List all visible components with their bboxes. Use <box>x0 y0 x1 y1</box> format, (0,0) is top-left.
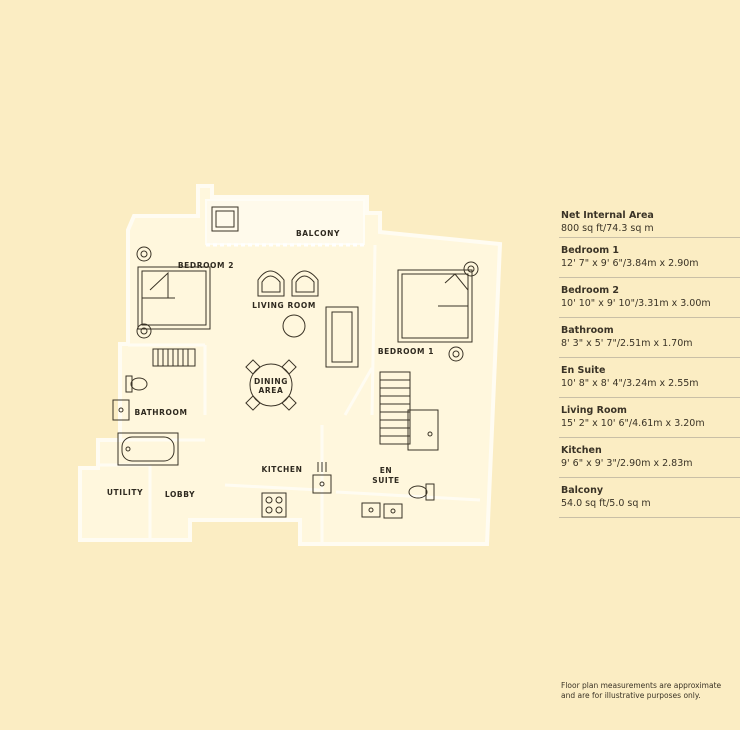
room-label-dining: DINING <box>254 377 288 386</box>
spec-en-suite: En Suite 10' 8" x 8' 4"/3.24m x 2.55m <box>559 358 740 398</box>
spec-net-internal-area: Net Internal Area 800 sq ft/74.3 sq m <box>559 208 740 238</box>
disclaimer-footnote: Floor plan measurements are approximate … <box>561 681 722 700</box>
spec-value: 8' 3" x 5' 7"/2.51m x 1.70m <box>561 338 693 349</box>
room-label-bathroom: BATHROOM <box>134 408 187 417</box>
spec-title: Bedroom 1 <box>561 245 620 256</box>
spec-title: Bathroom <box>561 325 614 336</box>
spec-kitchen: Kitchen 9' 6" x 9' 3"/2.90m x 2.83m <box>559 438 740 478</box>
spec-balcony: Balcony 54.0 sq ft/5.0 sq m <box>559 478 740 518</box>
room-label-living-room: LIVING ROOM <box>252 301 316 310</box>
spec-value: 15' 2" x 10' 6"/4.61m x 3.20m <box>561 418 705 429</box>
apartment-footprint <box>78 184 503 546</box>
kitchen-counter-marks <box>317 462 327 472</box>
floor-plan: BALCONY BEDROOM 2 LIVING ROOM BEDROOM 1 … <box>78 184 503 546</box>
coffee-table-icon <box>282 314 306 338</box>
shower-icon <box>379 371 411 445</box>
balcony-area <box>205 199 365 245</box>
spec-value: 54.0 sq ft/5.0 sq m <box>561 498 651 509</box>
spec-bathroom: Bathroom 8' 3" x 5' 7"/2.51m x 1.70m <box>559 318 740 358</box>
hob-icon <box>261 492 287 518</box>
spec-title: Net Internal Area <box>561 210 654 221</box>
ensuite-bath-icon <box>407 409 439 451</box>
armchairs-icon <box>257 270 319 297</box>
room-label-balcony: BALCONY <box>296 229 340 238</box>
spec-bedroom1: Bedroom 1 12' 7" x 9' 6"/3.84m x 2.90m <box>559 238 740 278</box>
room-label-en: EN <box>380 466 393 475</box>
ensuite-basins-icon <box>361 502 403 519</box>
spec-value: 12' 7" x 9' 6"/3.84m x 2.90m <box>561 258 699 269</box>
room-label-bedroom2: BEDROOM 2 <box>178 261 234 270</box>
bedroom2-bed-icon <box>136 246 211 339</box>
spec-value: 800 sq ft/74.3 sq m <box>561 223 654 234</box>
bathroom-toilet-icon <box>125 375 148 393</box>
spec-value: 9' 6" x 9' 3"/2.90m x 2.83m <box>561 458 693 469</box>
room-label-bedroom1: BEDROOM 1 <box>378 347 434 356</box>
spec-bedroom2: Bedroom 2 10' 10" x 9' 10"/3.31m x 3.00m <box>559 278 740 318</box>
room-label-lobby: LOBBY <box>165 490 195 499</box>
balcony-chair-icon <box>211 206 239 232</box>
dining-table-icon <box>245 359 297 411</box>
spec-value: 10' 10" x 9' 10"/3.31m x 3.00m <box>561 298 711 309</box>
spec-value: 10' 8" x 8' 4"/3.24m x 2.55m <box>561 378 699 389</box>
sofa-icon <box>325 306 359 368</box>
radiator-icon <box>152 348 196 367</box>
bathroom-basin-icon <box>112 399 130 421</box>
bedroom1-bed-icon <box>397 261 479 362</box>
spec-title: Balcony <box>561 485 604 496</box>
kitchen-sink-icon <box>312 474 332 494</box>
floor-plan-drawing: BALCONY BEDROOM 2 LIVING ROOM BEDROOM 1 … <box>78 184 503 546</box>
spec-living-room: Living Room 15' 2" x 10' 6"/4.61m x 3.20… <box>559 398 740 438</box>
spec-title: Kitchen <box>561 445 602 456</box>
room-label-utility: UTILITY <box>107 488 143 497</box>
spec-title: Bedroom 2 <box>561 285 620 296</box>
room-label-area: AREA <box>259 386 284 395</box>
spec-title: Living Room <box>561 405 627 416</box>
spec-title: En Suite <box>561 365 606 376</box>
room-label-kitchen: KITCHEN <box>261 465 302 474</box>
ensuite-toilet-icon <box>408 483 435 501</box>
area-specifications: Net Internal Area 800 sq ft/74.3 sq m Be… <box>559 208 740 518</box>
bathtub-icon <box>117 432 179 466</box>
room-label-suite: SUITE <box>372 476 400 485</box>
